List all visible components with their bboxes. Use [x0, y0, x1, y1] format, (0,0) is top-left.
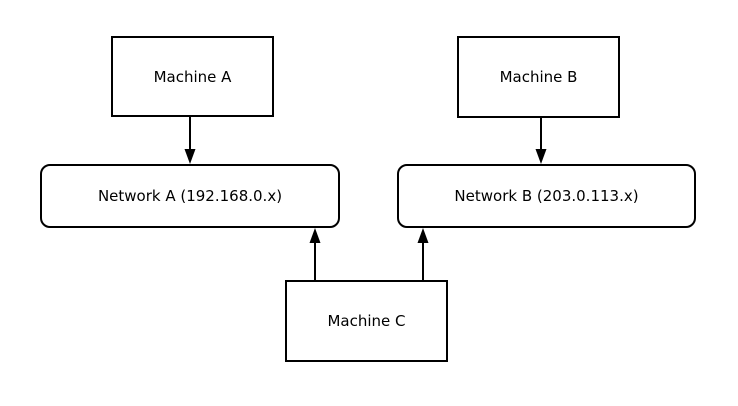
edge-machine-c-to-network-b — [417, 228, 429, 280]
node-machine-c-label: Machine C — [327, 312, 406, 330]
edge-machine-c-to-network-a — [309, 228, 321, 280]
node-machine-a: Machine A — [111, 36, 274, 117]
node-machine-b: Machine B — [457, 36, 620, 118]
node-network-a-label: Network A (192.168.0.x) — [97, 187, 283, 205]
arrowhead-up-icon — [309, 228, 321, 243]
edge-machine-b-to-network-b — [535, 118, 547, 164]
node-machine-b-label: Machine B — [499, 68, 578, 86]
arrowhead-down-icon — [184, 149, 196, 164]
edge-machine-a-to-network-a — [184, 117, 196, 164]
node-network-b: Network B (203.0.113.x) — [397, 164, 696, 228]
node-network-a: Network A (192.168.0.x) — [40, 164, 340, 228]
node-machine-c: Machine C — [285, 280, 448, 362]
arrowhead-down-icon — [535, 149, 547, 164]
node-machine-a-label: Machine A — [153, 67, 232, 86]
arrowhead-up-icon — [417, 228, 429, 243]
node-network-b-label: Network B (203.0.113.x) — [454, 187, 639, 205]
